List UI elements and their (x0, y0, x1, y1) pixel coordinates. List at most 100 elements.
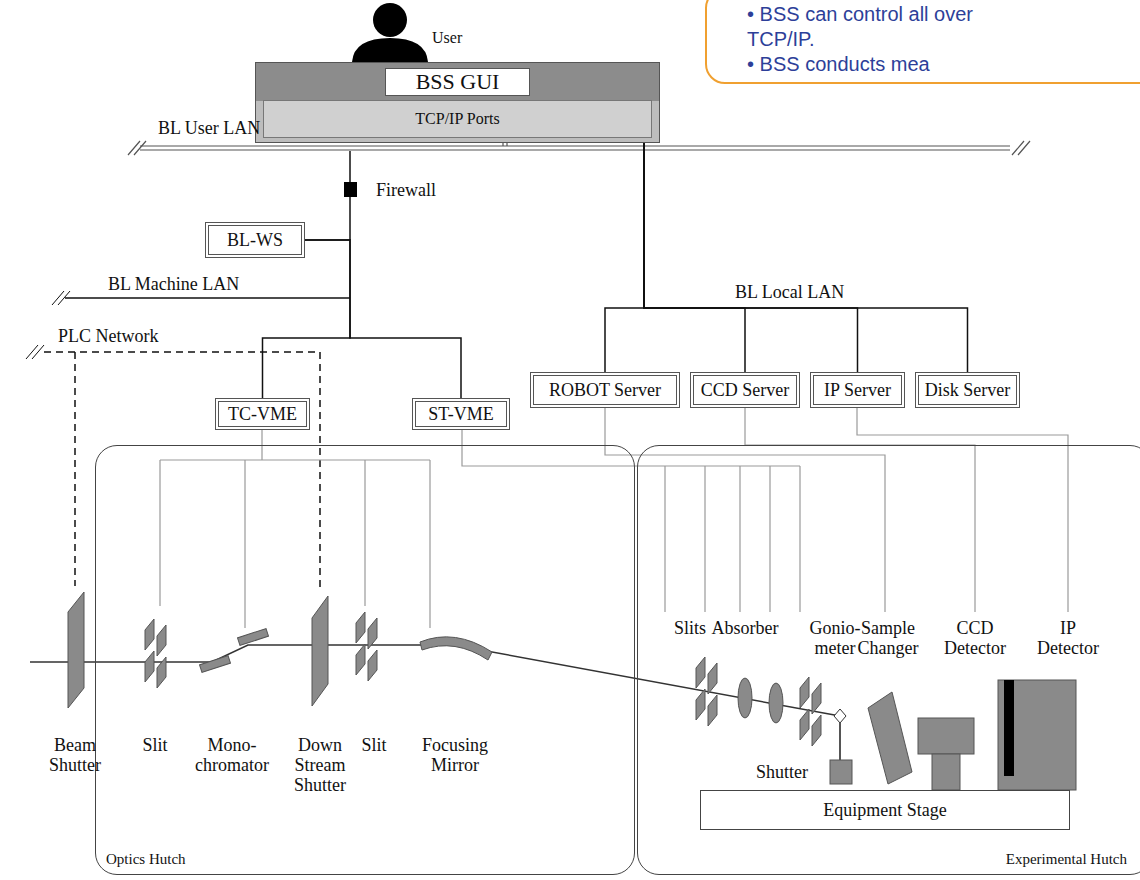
user-figure (373, 3, 407, 37)
gui-panel: BSS GUI TCP/IP Ports (255, 62, 660, 143)
optics-devices (237, 629, 268, 646)
vme-box: TC-VME (215, 398, 310, 430)
port-band: TCP/IP Ports (263, 100, 652, 138)
experiment-devices (696, 657, 1076, 790)
plc-network (319, 352, 321, 592)
lan-connector (644, 138, 968, 372)
user-lan (128, 141, 146, 155)
hutch-region: Experimental Hutch Equipment Stage (637, 445, 1140, 875)
part-label: Slit (354, 735, 394, 755)
server-box: ROBOT Server (530, 372, 680, 408)
lan-connector (644, 138, 745, 372)
user-lan (140, 145, 1010, 146)
part-label: Gonio- meter (805, 618, 865, 658)
plc-network (74, 352, 76, 586)
node-text: Disk Server (925, 380, 1010, 401)
node-text: • BSS conducts mea (747, 52, 979, 77)
node-text: Optics Hutch (106, 851, 186, 868)
user-lan (506, 143, 507, 146)
experiment-devices (998, 680, 1076, 790)
control-wires (857, 408, 1068, 612)
control-wires (160, 408, 1068, 628)
control-wires (745, 408, 975, 612)
user-lan (128, 141, 1030, 155)
server-box: Disk Server (915, 372, 1020, 408)
part-label: Slits (665, 618, 715, 638)
lan-connector (305, 240, 461, 398)
optics-devices (68, 592, 84, 708)
experiment-devices (839, 723, 841, 760)
optics-devices (420, 637, 492, 660)
part-label: IP Detector (1032, 618, 1104, 658)
part-label: Absorber (705, 618, 785, 638)
optics-devices (356, 612, 377, 681)
node-text: BL-WS (227, 230, 283, 251)
experiment-devices (830, 760, 852, 784)
experiment-devices (738, 678, 752, 718)
optics-devices (199, 656, 230, 673)
plc-network (26, 345, 320, 592)
machine-lan (65, 297, 350, 299)
node-text: IP Server (824, 380, 891, 401)
server-box: IP Server (810, 372, 905, 408)
node-text: TCP/IP Ports (415, 110, 499, 128)
experiment-devices (769, 683, 783, 723)
node-text: CCD Server (701, 380, 790, 401)
part-label: Sample Changer (852, 618, 924, 658)
part-label: BL Machine LAN (108, 274, 239, 294)
lan-connector (263, 240, 351, 398)
part-label: Focusing Mirror (413, 735, 497, 775)
optics-devices (68, 592, 492, 708)
user-lan (140, 149, 1010, 150)
experiment-devices (932, 754, 960, 790)
part-label: BL User LAN (158, 118, 260, 138)
lan-connector (605, 138, 644, 372)
optics-devices (145, 619, 166, 688)
machine-lan (52, 291, 70, 305)
user-lan (502, 143, 503, 146)
user-figure (352, 3, 428, 62)
lan-connector (644, 138, 858, 372)
node-text: BSS GUI (385, 68, 531, 96)
part-label: Slit (130, 735, 180, 755)
hutch-region: Optics Hutch (95, 445, 635, 875)
beam-path (30, 645, 448, 662)
experiment-devices (834, 709, 846, 723)
server-box: CCD Server (690, 372, 800, 408)
control-wires (462, 430, 800, 612)
stage-box: Equipment Stage (700, 790, 1070, 830)
node-text: Equipment Stage (823, 800, 946, 821)
part-label: Mono- chromator (186, 735, 278, 775)
part-label: Firewall (376, 180, 436, 200)
part-label: User (432, 28, 462, 48)
part-label: PLC Network (58, 326, 159, 346)
node-text: ROBOT Server (549, 380, 661, 401)
experiment-devices (1004, 680, 1014, 776)
node-text: TC-VME (228, 404, 297, 425)
optics-devices (312, 596, 328, 706)
plc-network (44, 351, 320, 353)
node-text: • BSS can control all over TCP/IP. (747, 2, 979, 52)
firewall (344, 182, 357, 197)
experiment-devices (868, 692, 912, 784)
workstation-box: BL-WS (205, 222, 305, 258)
node-text: Experimental Hutch (1006, 851, 1127, 868)
experiment-devices (918, 718, 974, 754)
plc-network (26, 345, 44, 359)
part-label: Beam Shutter (43, 735, 107, 775)
part-label: CCD Detector (939, 618, 1011, 658)
part-label: BL Local LAN (735, 282, 844, 302)
callout-box: • BSS can control all over TCP/IP.• BSS … (705, 0, 1140, 84)
part-label: Shutter (747, 762, 817, 782)
user-figure (352, 38, 428, 62)
node-text: ST-VME (428, 404, 493, 425)
beam-path (470, 648, 840, 716)
machine-lan (52, 151, 350, 305)
experiment-devices (800, 677, 821, 746)
firewall (344, 182, 357, 197)
experiment-devices (696, 657, 717, 726)
control-wires (160, 430, 430, 628)
part-label: Down Stream Shutter (289, 735, 351, 795)
vme-box: ST-VME (412, 398, 510, 430)
